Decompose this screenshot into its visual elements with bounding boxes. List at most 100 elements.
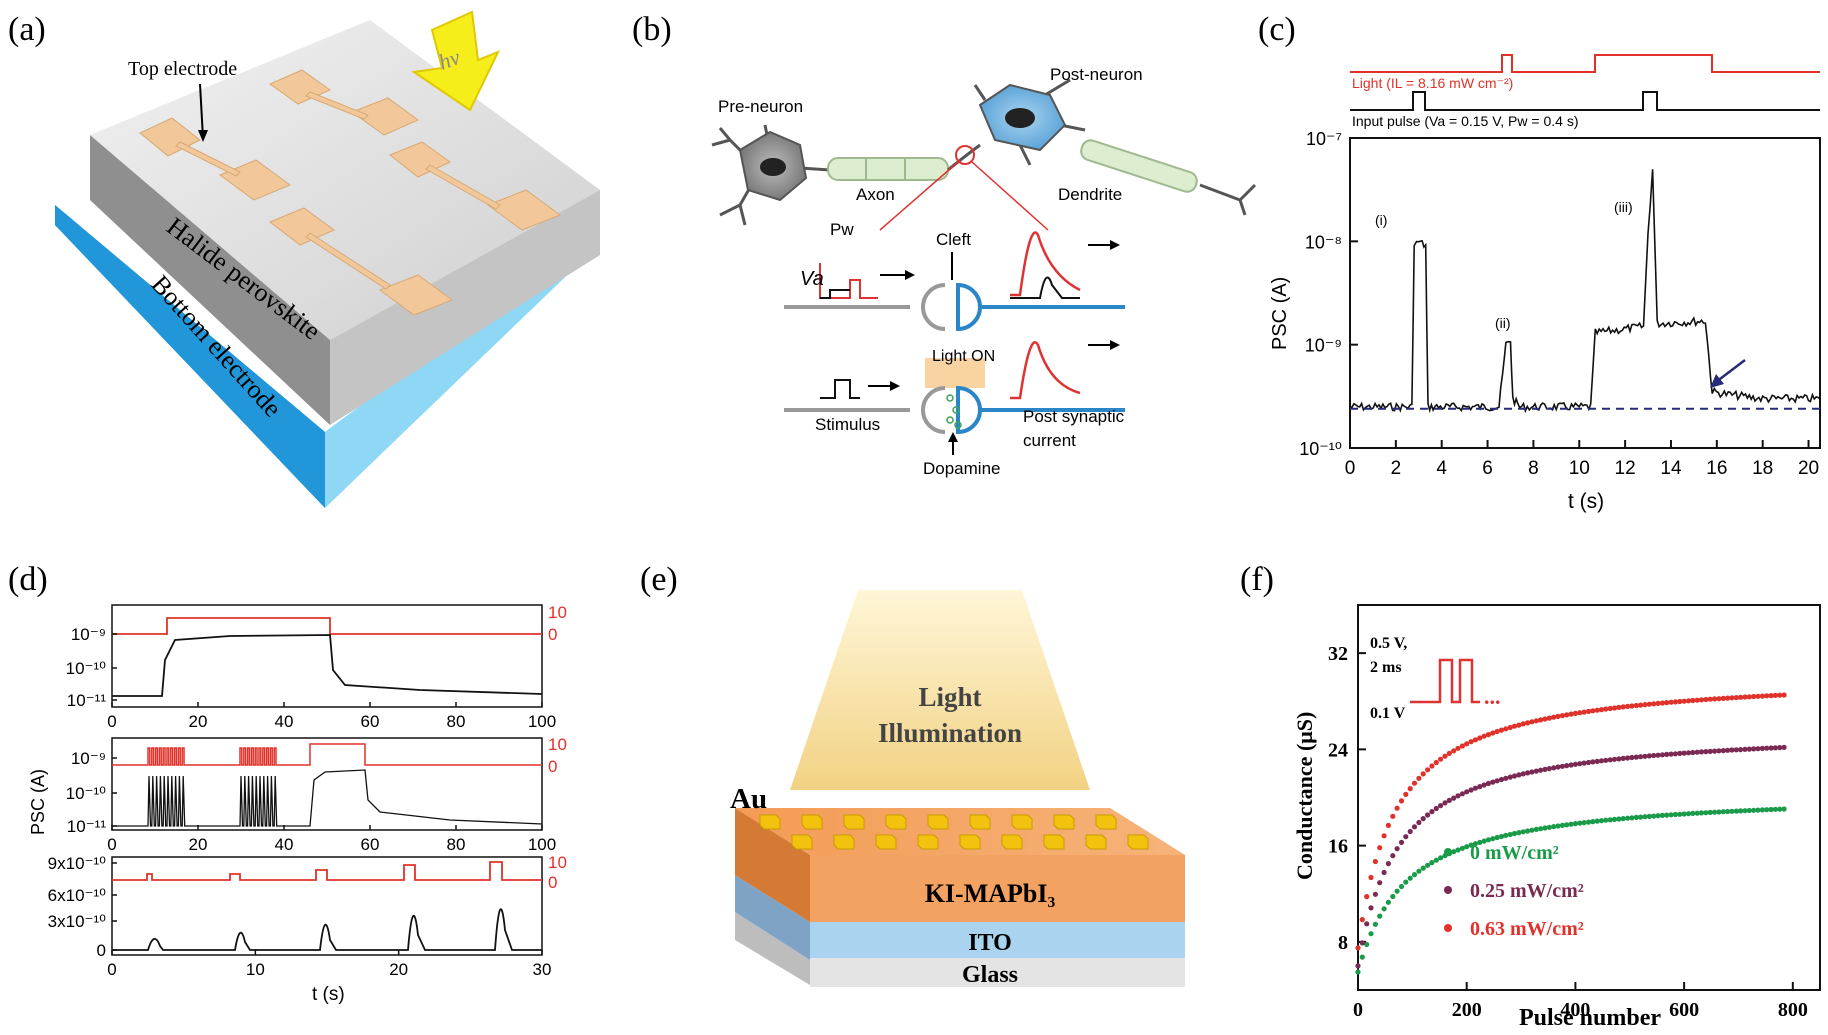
conductance-point (1651, 752, 1657, 759)
conductance-point (1746, 746, 1752, 752)
conductance-point (1411, 872, 1418, 878)
sub3-psc-trace (112, 908, 542, 951)
conductance-point (1520, 829, 1526, 835)
conductance-point (1464, 844, 1470, 850)
conductance-point (1433, 857, 1439, 863)
conductance-point (1520, 771, 1526, 777)
pulse-v3-label: 0.1 V (1370, 705, 1406, 722)
axon-segment (827, 157, 949, 181)
conductance-point (1651, 813, 1657, 819)
conductance-point (1664, 700, 1670, 706)
conductance-point (1416, 819, 1422, 826)
au-pad (1011, 814, 1033, 830)
conductance-point (1603, 757, 1609, 763)
conductance-point (1759, 807, 1765, 813)
pre-neuron-label: Pre-neuron (718, 97, 803, 116)
cleft-label: Cleft (936, 230, 971, 249)
conductance-point (1559, 713, 1565, 719)
panel-d-sub2-axes (111, 737, 543, 831)
conductance-point (1755, 746, 1761, 752)
conductance-point (1525, 828, 1531, 834)
panel-f-xtick: 800 (1778, 999, 1808, 1021)
conductance-point (1698, 697, 1705, 703)
conductance-point (1768, 745, 1774, 751)
conductance-point (1633, 814, 1639, 821)
panel-d-xtick: 0 (107, 835, 116, 854)
conductance-point (1616, 704, 1622, 711)
panel-c: (c) Light (IL = 8.16 mW cm⁻²) Input puls… (1258, 11, 1821, 513)
conductance-point (1364, 894, 1370, 900)
panel-d-xtick: 40 (275, 835, 294, 854)
conductance-point (1425, 767, 1431, 773)
panel-d-xtick: 10 (246, 960, 265, 979)
au-pad (917, 834, 939, 850)
conductance-point (1581, 760, 1587, 766)
conductance-point (1542, 825, 1548, 831)
conductance-point (1494, 834, 1500, 841)
conductance-point (1438, 803, 1444, 809)
conductance-point (1611, 756, 1618, 762)
glass-label: Glass (962, 962, 1018, 988)
conductance-point (1498, 727, 1505, 733)
conductance-point (1381, 906, 1387, 912)
illumination-label: Illumination (878, 718, 1022, 748)
sub2-psc-trace (112, 769, 543, 827)
conductance-point (1668, 751, 1674, 757)
conductance-point (1668, 812, 1674, 818)
conductance-point (1625, 755, 1631, 761)
conductance-point (1494, 728, 1500, 735)
conductance-point (1525, 720, 1531, 726)
panel-f-ytick: 24 (1328, 739, 1348, 761)
panel-c-axes (1349, 137, 1821, 449)
conductance-point (1598, 818, 1605, 824)
conductance-point (1481, 733, 1487, 739)
conductance-point (1555, 713, 1561, 720)
conductance-point (1672, 699, 1678, 705)
conductance-point (1377, 845, 1383, 851)
conductance-series (1355, 692, 1787, 975)
conductance-point (1416, 775, 1422, 781)
conductance-point (1559, 822, 1565, 829)
conductance-point (1651, 701, 1657, 707)
conductance-point (1572, 761, 1578, 767)
conductance-point (1725, 808, 1731, 815)
conductance-point (1781, 692, 1787, 698)
conductance-point (1355, 969, 1361, 975)
legend-063mw: 0.63 mW/cm² (1470, 918, 1584, 940)
conductance-point (1642, 814, 1648, 820)
conductance-point (1433, 805, 1439, 812)
conductance-point (1707, 748, 1713, 755)
panel-d-xtick: 0 (107, 712, 116, 731)
conductance-point (1516, 772, 1522, 778)
conductance-point (1759, 693, 1765, 699)
conductance-point (1368, 874, 1374, 881)
light-arrow-icon: hν (411, 10, 501, 112)
svg-text:current: current (1023, 431, 1076, 450)
conductance-point (1590, 819, 1596, 825)
conductance-point (1590, 708, 1596, 714)
synapse-circle-icon (955, 145, 975, 165)
conductance-point (1707, 809, 1713, 816)
au-pad (885, 814, 907, 830)
conductance-point (1520, 721, 1526, 727)
au-pad (959, 834, 981, 850)
conductance-point (1468, 842, 1474, 848)
conductance-point (1429, 860, 1435, 866)
conductance-point (1468, 739, 1474, 745)
conductance-point (1477, 735, 1483, 741)
conductance-point (1712, 809, 1718, 815)
conductance-point (1603, 706, 1609, 712)
conductance-point (1451, 795, 1457, 801)
conductance-point (1551, 824, 1557, 830)
panel-b: (b) Pre-neuron Post-neuron Axon Dendrite… (632, 11, 1257, 478)
conductance-point (1546, 715, 1552, 721)
legend-025mw: 0.25 mW/cm² (1470, 880, 1584, 902)
perovskite-layer (810, 855, 1185, 922)
conductance-point (1490, 779, 1496, 785)
psc-series-line (1349, 169, 1821, 414)
conductance-point (1716, 809, 1722, 815)
conductance-point (1703, 696, 1709, 703)
conductance-point (1672, 811, 1678, 818)
conductance-point (1407, 786, 1413, 792)
